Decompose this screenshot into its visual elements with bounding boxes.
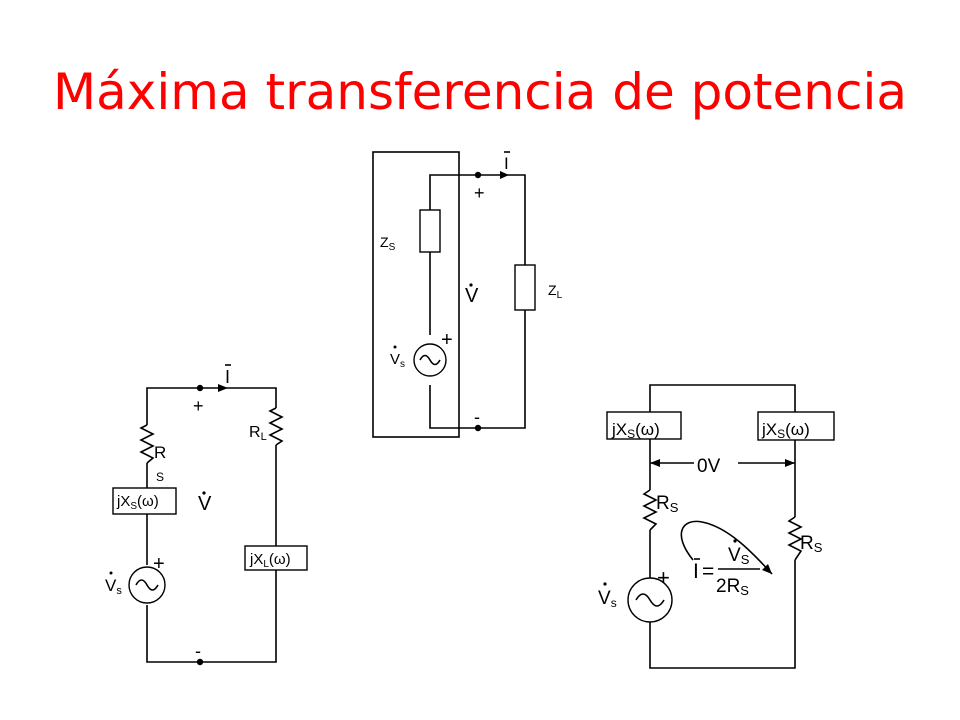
minus-bottom-label: - <box>195 641 201 661</box>
rs-subscript: S <box>156 470 164 484</box>
current-arrow <box>500 171 509 179</box>
formula-denominator: 2RS <box>716 576 749 598</box>
ac-source-wave <box>135 579 159 591</box>
impedance-zl <box>514 264 536 311</box>
current-label: I <box>225 367 230 387</box>
phasor-dot-voltage <box>202 491 206 495</box>
jxs-right-label: jXS(ω) <box>761 420 810 441</box>
circuit-matched-load: 0V jXS(ω) jXS(ω) RS RS + Vs I = VS 2RS <box>598 384 835 669</box>
current-arrow <box>218 384 228 392</box>
dimension-arrow-right <box>785 459 795 467</box>
ac-source-wave <box>635 593 665 607</box>
zl-label: ZL <box>548 282 563 301</box>
wire-top <box>146 387 277 425</box>
impedance-zs <box>419 209 441 253</box>
vs-label: Vs <box>105 576 122 597</box>
terminal-top <box>474 171 482 179</box>
formula-numerator: VS <box>728 545 750 567</box>
resistor-rl <box>268 407 284 446</box>
rs-left-label: RS <box>656 493 679 515</box>
wire-top <box>649 384 796 412</box>
formula-current: I <box>693 560 699 583</box>
reactance-jxl <box>244 545 308 571</box>
rl-label: RL <box>249 424 267 443</box>
circuit-thevenin-load: I + - V + ZS ZL Vs <box>372 151 563 438</box>
terminal-bottom <box>196 658 204 666</box>
resistor-rs-right <box>787 516 803 561</box>
terminal-bottom <box>474 424 482 432</box>
voltage-label: V <box>198 493 212 515</box>
current-label: I <box>504 154 509 173</box>
rs-label: R <box>154 443 166 462</box>
slide-title: Máxima transferencia de potencia <box>52 63 908 121</box>
reactance-jxs-right <box>757 411 835 441</box>
formula-equals: = <box>702 560 714 583</box>
resistor-rs <box>139 424 155 464</box>
jxl-label: jXL(ω) <box>249 551 291 570</box>
phasor-dot-numerator <box>733 539 737 543</box>
phasor-dot-vs <box>603 582 607 586</box>
jxs-label: jXS(ω) <box>116 493 159 512</box>
vs-label: Vs <box>598 588 617 610</box>
vs-label: Vs <box>390 351 405 370</box>
phasor-dot-vs <box>393 345 397 349</box>
reactance-jxs <box>112 487 177 515</box>
source-plus-label: + <box>657 565 670 590</box>
zs-label: ZS <box>380 234 396 253</box>
rs-right-label: RS <box>800 533 823 555</box>
zero-v-background <box>694 451 738 475</box>
wire-bottom <box>146 570 277 663</box>
phasor-dot-vs <box>109 571 113 575</box>
reactance-jxs-left <box>606 411 682 440</box>
terminal-top <box>196 384 204 392</box>
circuit-series-rl: I + - V + R S RL jXS(ω) jXL(ω) Vs <box>105 364 308 666</box>
voltage-label: V <box>465 285 479 307</box>
source-plus-label: + <box>153 553 165 575</box>
zero-v-label: 0V <box>697 456 721 477</box>
current-loop-arrowhead <box>762 564 772 574</box>
plus-top-label: + <box>193 396 204 416</box>
current-loop-arrow <box>680 520 773 575</box>
source-plus-label: + <box>441 329 453 351</box>
ac-source-wave <box>419 354 441 366</box>
source-enclosure <box>372 151 460 438</box>
jxs-left-label: jXS(ω) <box>611 420 660 441</box>
minus-bottom-label: - <box>474 407 480 427</box>
phasor-dot-voltage <box>469 283 473 287</box>
resistor-rs-left <box>642 489 658 531</box>
dimension-arrow-left <box>650 459 660 467</box>
plus-top-label: + <box>474 183 485 203</box>
wire-bottom <box>649 560 796 669</box>
